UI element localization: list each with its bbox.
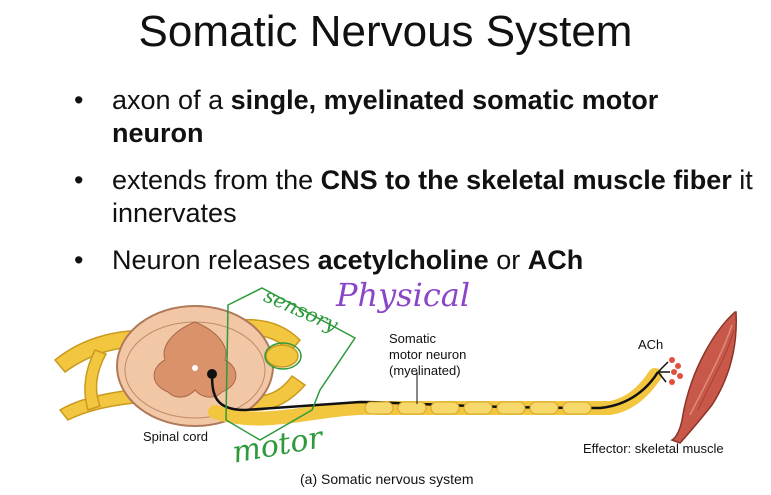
bullet-text: it innervates	[112, 165, 753, 228]
spinal-cord-icon	[116, 305, 274, 427]
figure-caption: (a) Somatic nervous system	[300, 471, 474, 487]
ach-label: ACh	[638, 337, 664, 352]
neuron-label-line2: motor neuron	[389, 347, 467, 362]
handwritten-physical: Physical	[336, 276, 471, 314]
bullet-dot: •	[74, 245, 84, 275]
bullet-text: Neuron releases	[112, 245, 318, 275]
bullet-dot: •	[74, 165, 84, 195]
bullet-bold-text: acetylcholine	[317, 245, 489, 275]
neuron-label-line1: Somatic	[389, 331, 436, 346]
annotation-circle	[264, 342, 302, 370]
bullet-list: • axon of a single, myelinated somatic m…	[74, 84, 754, 291]
slide-title: Somatic Nervous System	[138, 7, 633, 56]
ach-vesicles-icon	[669, 357, 683, 385]
spinal-cord-label: Spinal cord	[143, 429, 209, 444]
bullet-item: • axon of a single, myelinated somatic m…	[74, 84, 754, 150]
ganglion-icon	[265, 344, 299, 368]
bullet-item: • Neuron releases acetylcholine or ACh	[74, 244, 754, 277]
bullet-text: axon of a	[112, 85, 231, 115]
bullet-bold-text: CNS to the skeletal muscle fiber	[320, 165, 732, 195]
bullet-bold-text: ACh	[527, 245, 584, 275]
bullet-dot: •	[74, 85, 84, 115]
bullet-text: extends from the	[112, 165, 321, 195]
neuron-cell-body	[207, 369, 217, 379]
bullet-text: or	[488, 245, 528, 275]
neuron-label-line3: (myelinated)	[389, 363, 461, 378]
myelin-sheath	[364, 401, 592, 415]
axon-terminal-icon	[657, 361, 670, 383]
effector-label: Effector: skeletal muscle	[583, 441, 724, 456]
bullet-bold-text: single, myelinated somatic motor neuron	[112, 85, 659, 148]
annotation-box	[225, 287, 357, 441]
skeletal-muscle-icon	[670, 311, 737, 444]
bullet-item: • extends from the CNS to the skeletal m…	[74, 164, 754, 230]
